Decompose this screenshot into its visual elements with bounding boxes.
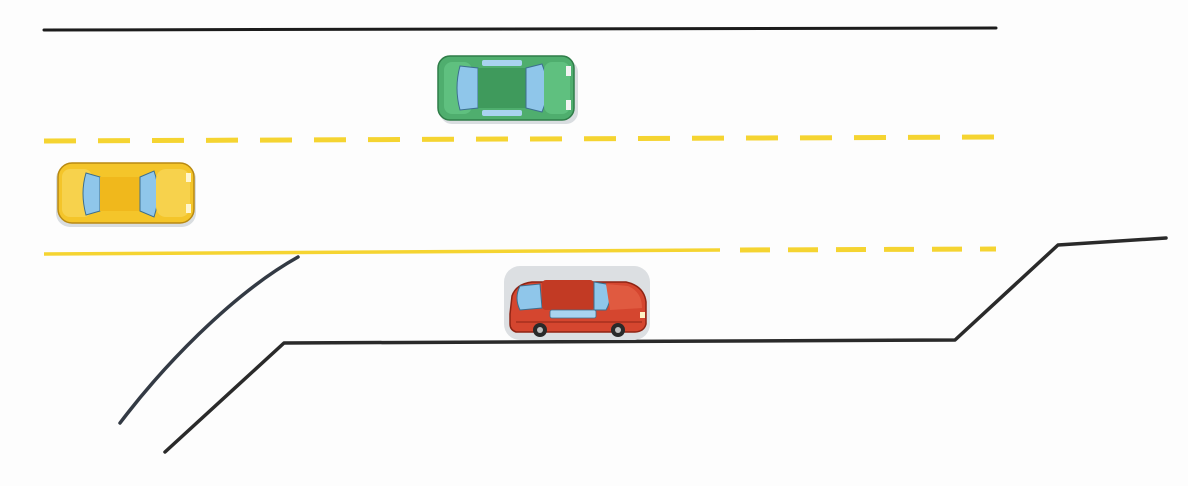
top-road-edge (42, 26, 998, 32)
upper-lane-divider (43, 134, 997, 144)
yellow-car-rear-window (82, 172, 101, 216)
lower-lane-divider-solid (43, 248, 721, 256)
yellow-car-windshield (139, 170, 159, 218)
green-car (437, 55, 578, 124)
red-car (504, 266, 650, 340)
green-car-rear-window (456, 65, 479, 111)
exit-ramp-edge (118, 255, 300, 425)
lower-lane-divider-dashed (739, 246, 997, 253)
red-car-rear-window (516, 283, 543, 311)
yellow-car (56, 162, 196, 227)
bottom-road-edge (163, 236, 1168, 454)
green-car-windshield (525, 63, 548, 113)
